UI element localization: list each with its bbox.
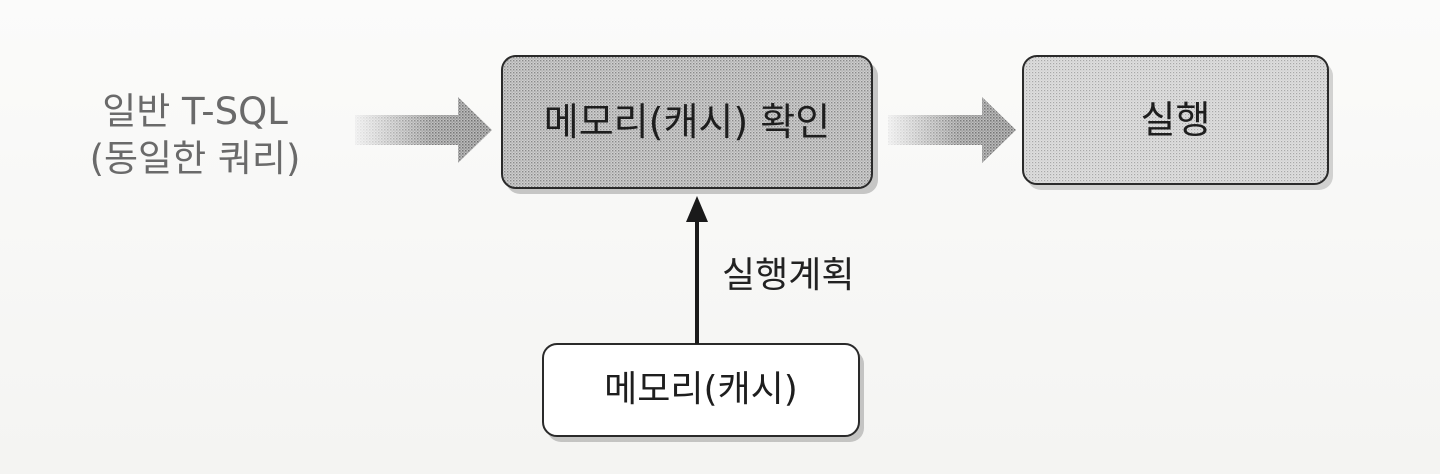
cache-box-shape [542, 343, 864, 442]
input-label: 일반 T-SQL (동일한 쿼리) [60, 88, 330, 182]
input-arrow [355, 97, 492, 163]
check-box-label: 메모리(캐시) 확인 [543, 100, 831, 144]
check-box-shape [501, 55, 878, 194]
plan-edge-label: 실행계획 [722, 255, 855, 296]
plan-arrow [686, 196, 708, 344]
input-label-line2: (동일한 쿼리) [89, 137, 301, 180]
cache-box-label: 메모리(캐시) [604, 369, 798, 410]
input-label-line1: 일반 T-SQL [102, 90, 288, 133]
execute-box-shape [1022, 55, 1333, 190]
execute-box-label: 실행 [1140, 98, 1211, 142]
execute-arrow [888, 97, 1016, 163]
